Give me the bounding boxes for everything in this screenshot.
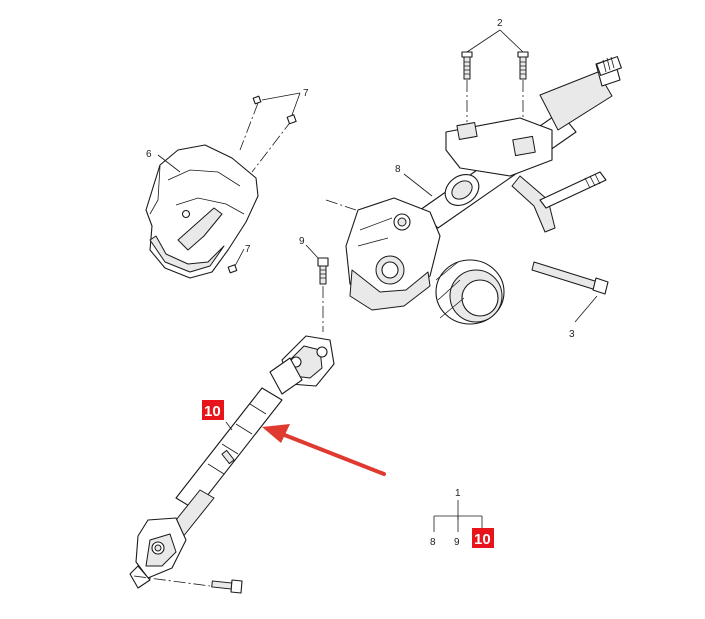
screw-7-right-centerline [251, 119, 293, 173]
callout-9-upper: 9 [299, 236, 305, 247]
part-10-leader [225, 421, 233, 431]
red-pointer-arrow [262, 424, 386, 476]
legend-callout-8: 8 [430, 537, 436, 548]
bolt-2-left [461, 51, 473, 80]
column-axis-centerline [325, 199, 357, 211]
callout-7-lower: 7 [245, 244, 251, 255]
callout-7-upper-leader [261, 92, 301, 116]
assembly-legend-tree: 1 8 9 10 [430, 488, 494, 548]
bolt-9-lower [211, 579, 243, 594]
screw-7-right [286, 114, 297, 125]
callout-8-upper-leader [403, 173, 433, 197]
callout-6-leader [157, 154, 181, 173]
bolt-9-upper [317, 257, 329, 285]
legend-part-10-label: 10 [474, 531, 491, 548]
bolt-3 [531, 261, 609, 295]
callout-7-lower-leader [234, 248, 245, 267]
legend-callout-9: 9 [454, 537, 460, 548]
steering-column-assembly [345, 56, 622, 325]
callout-9-upper-leader [305, 244, 319, 259]
callout-2: 2 [497, 18, 503, 29]
callout-3-leader [574, 295, 598, 323]
screw-7-upper [252, 95, 262, 105]
callout-2-leader [466, 29, 524, 53]
bolt-9-lower-centerline [133, 575, 211, 587]
callout-7-upper: 7 [303, 88, 309, 99]
bolt-2-right [517, 51, 529, 80]
legend-callout-1: 1 [455, 488, 461, 499]
column-cover-shroud [145, 144, 259, 279]
intermediate-steering-shaft [129, 335, 335, 589]
callout-8-upper: 8 [395, 164, 401, 175]
callout-3: 3 [569, 329, 575, 340]
callout-6: 6 [146, 149, 152, 160]
part-10-label: 10 [204, 403, 221, 420]
part-10-highlight-label: 10 [202, 400, 224, 420]
screw-7-upper-centerline [239, 102, 259, 151]
screw-7-lower [227, 264, 238, 274]
